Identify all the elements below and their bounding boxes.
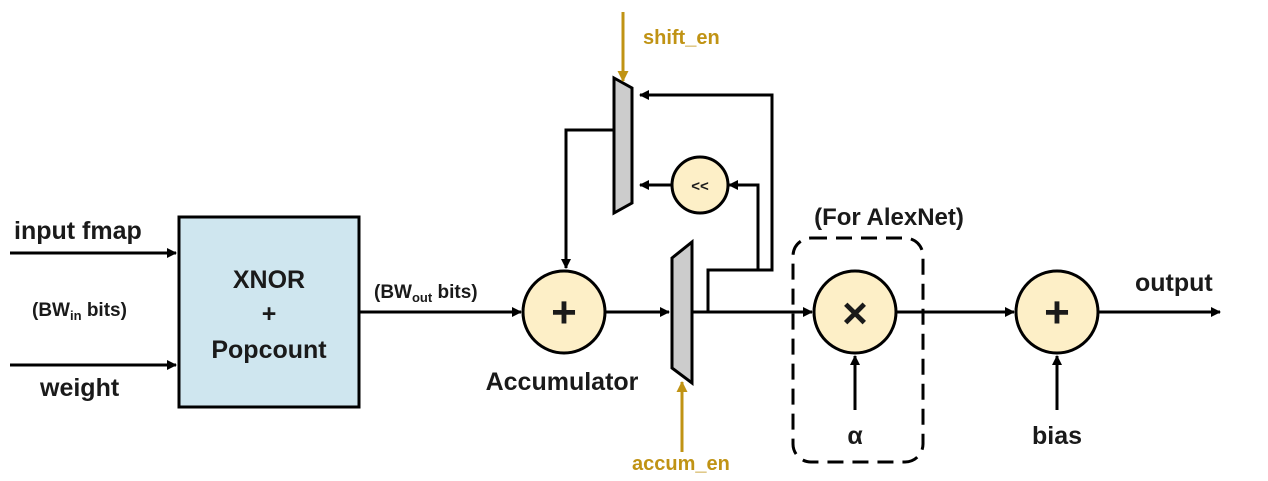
shift-mux-to-adder-path bbox=[561, 128, 614, 269]
alpha-label: α bbox=[847, 422, 863, 450]
shift-en-label: shift_en bbox=[643, 27, 720, 49]
xnor-plus-label: + bbox=[262, 300, 277, 328]
input-fmap-label: input fmap bbox=[14, 217, 142, 245]
accumulator-label: Accumulator bbox=[486, 368, 639, 396]
alexnet-scaling-region bbox=[791, 236, 925, 464]
bias-plus-symbol: + bbox=[1044, 288, 1070, 337]
accumulator-plus-symbol: + bbox=[551, 288, 577, 337]
feedback-to-shifter-path bbox=[728, 180, 760, 270]
bw-in-label: (BWin bits) bbox=[32, 300, 127, 323]
multiply-symbol: × bbox=[842, 289, 868, 338]
shift-mux bbox=[612, 75, 634, 216]
bw-out-label: (BWout bits) bbox=[374, 282, 478, 305]
feedback-direct-path bbox=[639, 90, 774, 312]
popcount-label: Popcount bbox=[211, 336, 327, 364]
accum-mux bbox=[670, 238, 694, 386]
xnor-popcount-block bbox=[177, 215, 361, 409]
for-alexnet-label: (For AlexNet) bbox=[814, 204, 964, 231]
xnor-label: XNOR bbox=[233, 266, 305, 294]
output-label: output bbox=[1135, 269, 1213, 297]
bias-label: bias bbox=[1032, 422, 1082, 450]
weight-label: weight bbox=[39, 374, 120, 402]
accum-en-label: accum_en bbox=[632, 453, 730, 475]
left-shift-symbol: << bbox=[691, 178, 709, 195]
